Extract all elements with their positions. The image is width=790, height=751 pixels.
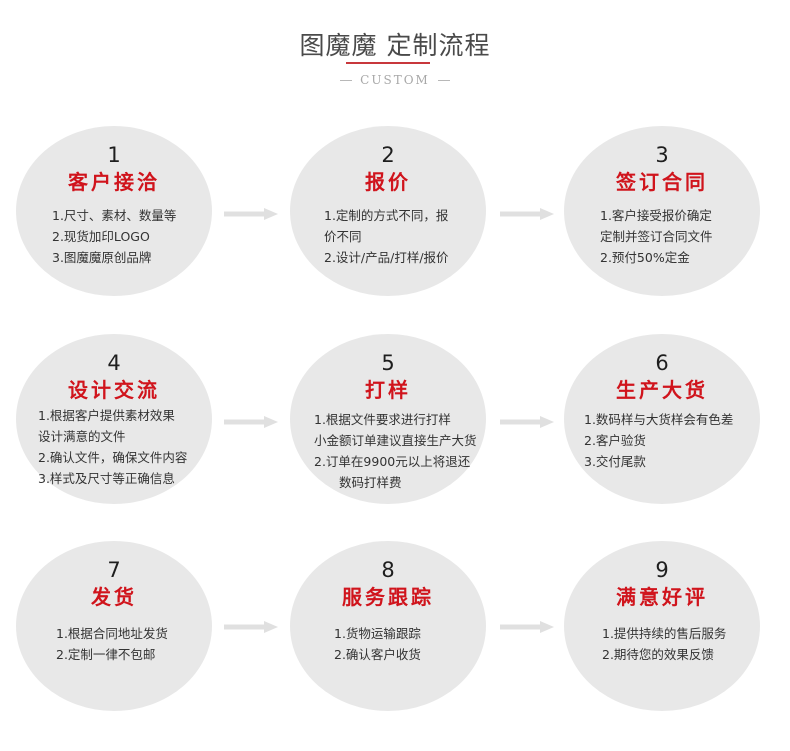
arrow-right-icon xyxy=(500,621,554,633)
step-2: 2 报价 1.定制的方式不同，报 价不同 2.设计/产品/打样/报价 xyxy=(290,126,486,296)
detail-line: 小金额订单建议直接生产大货 xyxy=(314,433,477,448)
step-title: 打样 xyxy=(365,378,411,402)
step-title: 生产大货 xyxy=(616,378,708,402)
step-8: 8 服务跟踪 1.货物运输跟踪 2.确认客户收货 xyxy=(290,541,486,711)
step-title: 设计交流 xyxy=(68,378,160,402)
step-details: 1.根据合同地址发货 2.定制一律不包邮 xyxy=(56,623,168,665)
step-title: 报价 xyxy=(365,170,411,194)
step-details: 1.数码样与大货样会有色差 2.客户验货 3.交付尾款 xyxy=(584,409,733,472)
arrow-right-icon xyxy=(224,208,278,220)
step-details: 1.定制的方式不同，报 价不同 2.设计/产品/打样/报价 xyxy=(324,205,449,268)
step-6: 6 生产大货 1.数码样与大货样会有色差 2.客户验货 3.交付尾款 xyxy=(564,334,760,504)
step-9: 9 满意好评 1.提供持续的售后服务 2.期待您的效果反馈 xyxy=(564,541,760,711)
detail-line: 2.订单在9900元以上将退还 xyxy=(314,454,471,469)
detail-line: 2.设计/产品/打样/报价 xyxy=(324,250,449,265)
step-title: 满意好评 xyxy=(616,585,708,609)
step-details: 1.根据文件要求进行打样 小金额订单建议直接生产大货 2.订单在9900元以上将… xyxy=(314,409,477,493)
step-details: 1.尺寸、素材、数量等 2.现货加印LOGO 3.图魔魔原创品牌 xyxy=(52,205,176,268)
step-number: 4 xyxy=(107,351,121,375)
step-number: 1 xyxy=(107,143,121,167)
detail-line: 2.预付50%定金 xyxy=(600,250,690,265)
detail-line: 价不同 xyxy=(324,229,362,244)
step-details: 1.提供持续的售后服务 2.期待您的效果反馈 xyxy=(602,623,726,665)
title-underline xyxy=(346,62,430,64)
detail-line: 2.现货加印LOGO xyxy=(52,229,150,244)
detail-line: 1.根据合同地址发货 xyxy=(56,626,168,641)
detail-line: 1.货物运输跟踪 xyxy=(334,626,421,641)
step-number: 2 xyxy=(381,143,395,167)
step-1: 1 客户接洽 1.尺寸、素材、数量等 2.现货加印LOGO 3.图魔魔原创品牌 xyxy=(16,126,212,296)
step-title: 发货 xyxy=(91,585,137,609)
detail-line: 1.根据文件要求进行打样 xyxy=(314,412,451,427)
detail-line: 1.尺寸、素材、数量等 xyxy=(52,208,177,223)
step-number: 8 xyxy=(381,558,395,582)
arrow-right-icon xyxy=(224,416,278,428)
step-title: 客户接洽 xyxy=(68,170,160,194)
arrow-right-icon xyxy=(500,208,554,220)
detail-line: 2.定制一律不包邮 xyxy=(56,647,156,662)
dash-left xyxy=(340,80,353,81)
step-5: 5 打样 1.根据文件要求进行打样 小金额订单建议直接生产大货 2.订单在990… xyxy=(290,334,486,504)
detail-line: 1.定制的方式不同，报 xyxy=(324,208,449,223)
subtitle-text: CUSTOM xyxy=(360,73,430,87)
detail-line: 2.确认客户收货 xyxy=(334,647,421,662)
detail-line: 2.客户验货 xyxy=(584,433,646,448)
detail-line: 2.期待您的效果反馈 xyxy=(602,647,714,662)
detail-line: 1.数码样与大货样会有色差 xyxy=(584,412,734,427)
step-details: 1.客户接受报价确定 定制并签订合同文件 2.预付50%定金 xyxy=(600,205,713,268)
step-title: 服务跟踪 xyxy=(342,585,434,609)
step-details: 1.根据客户提供素材效果 设计满意的文件 2.确认文件，确保文件内容 3.样式及… xyxy=(38,405,187,489)
step-4: 4 设计交流 1.根据客户提供素材效果 设计满意的文件 2.确认文件，确保文件内… xyxy=(16,334,212,504)
step-number: 9 xyxy=(655,558,669,582)
step-7: 7 发货 1.根据合同地址发货 2.定制一律不包邮 xyxy=(16,541,212,711)
step-details: 1.货物运输跟踪 2.确认客户收货 xyxy=(334,623,421,665)
detail-line: 1.提供持续的售后服务 xyxy=(602,626,727,641)
dash-right xyxy=(437,80,450,81)
detail-line: 3.样式及尺寸等正确信息 xyxy=(38,471,175,486)
page-title: 图魔魔 定制流程 xyxy=(299,31,491,60)
step-number: 5 xyxy=(381,351,395,375)
step-number: 3 xyxy=(655,143,669,167)
page-subtitle: CUSTOM xyxy=(0,73,790,87)
step-number: 7 xyxy=(107,558,121,582)
detail-line: 3.交付尾款 xyxy=(584,454,646,469)
detail-line: 设计满意的文件 xyxy=(38,429,126,444)
detail-line: 1.根据客户提供素材效果 xyxy=(38,408,175,423)
step-title: 签订合同 xyxy=(616,170,708,194)
step-3: 3 签订合同 1.客户接受报价确定 定制并签订合同文件 2.预付50%定金 xyxy=(564,126,760,296)
detail-line: 定制并签订合同文件 xyxy=(600,229,713,244)
detail-line: 2.确认文件，确保文件内容 xyxy=(38,450,188,465)
detail-line: 1.客户接受报价确定 xyxy=(600,208,712,223)
detail-line: 3.图魔魔原创品牌 xyxy=(52,250,152,265)
arrow-right-icon xyxy=(224,621,278,633)
arrow-right-icon xyxy=(500,416,554,428)
detail-line: 数码打样费 xyxy=(314,475,402,490)
step-number: 6 xyxy=(655,351,669,375)
